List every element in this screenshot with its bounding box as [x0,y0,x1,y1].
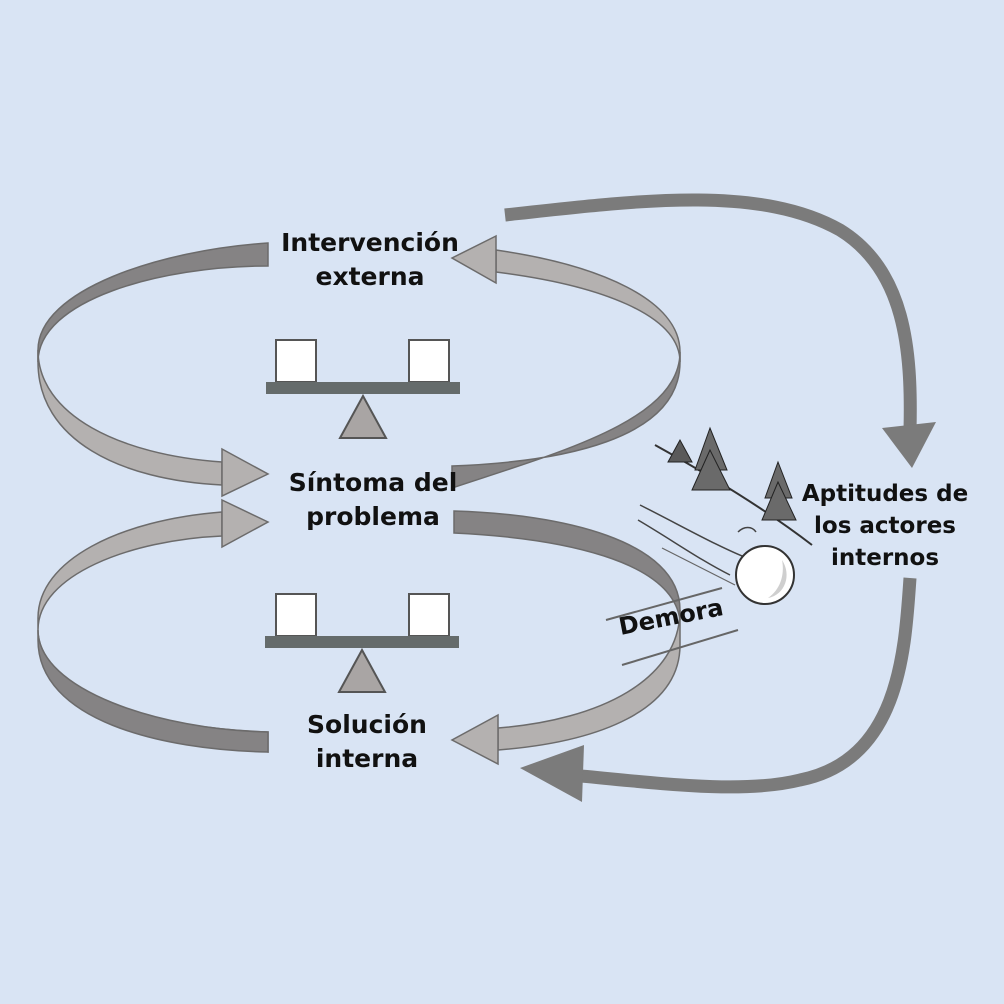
seesaw-beam-top [266,382,460,394]
label-sintoma-line-1: Síntoma del [288,468,458,497]
label-aptitudes-actores-internos: Aptitudes de los actores internos [790,478,980,574]
lower-loop-left-dark-band [37,629,269,753]
arrow-into-solucion [450,713,499,766]
motion-line-3 [661,547,736,586]
arrow-into-intervencion [450,234,497,285]
tree-1 [667,438,693,463]
upper-loop [37,234,681,498]
seesaw-balanced-icon [266,339,460,439]
seesaw-fulcrum-top [338,393,388,439]
label-aptitudes-line-2: los actores [814,513,956,539]
label-solucion-line-2: interna [315,744,419,773]
seesaw-beam-bottom [265,636,459,648]
motion-line-1 [639,504,753,561]
arrow-aptitudes-to-solucion [569,577,917,794]
label-aptitudes-line-3: internos [830,545,940,571]
tree-2-lower [691,448,731,491]
seesaw-fulcrum-bottom [337,647,387,693]
arrow-into-sintoma-lower [221,498,270,549]
snowball-shade [768,560,787,598]
demora-line-bottom [621,629,739,666]
upper-loop-right-upper-band [495,249,681,363]
weight-box-left-bottom [275,593,317,637]
pine-tree-icon [667,426,797,521]
upper-loop-left-band [37,242,269,363]
upper-loop-left-lower-band [37,349,223,486]
label-intervencion-line-2: externa [315,262,425,291]
arrow-intervencion-to-aptitudes [504,193,917,431]
motion-line-2 [637,519,731,576]
outer-arrows [504,193,936,802]
label-intervencion-externa: Intervención externa [245,226,495,294]
label-sintoma-line-2: problema [306,502,440,531]
label-intervencion-line-1: Intervención [281,228,459,257]
weight-box-right-top [408,339,450,383]
seesaw-balanced-icon [265,593,459,693]
label-aptitudes-line-1: Aptitudes de [801,481,969,507]
label-sintoma-del-problema: Síntoma del problema [248,466,498,534]
arrow-into-sintoma-upper [221,447,270,498]
tree-3-lower [761,480,797,521]
arrow-head-to-aptitudes [882,422,936,468]
lower-loop [37,498,681,766]
label-solucion-interna: Solución interna [242,708,492,776]
demora-line-top [605,587,723,621]
motion-arc [737,526,757,533]
label-solucion-line-1: Solución [307,710,427,739]
weight-box-right-bottom [408,593,450,637]
weight-box-left-top [275,339,317,383]
arrow-head-to-solucion [520,745,584,802]
